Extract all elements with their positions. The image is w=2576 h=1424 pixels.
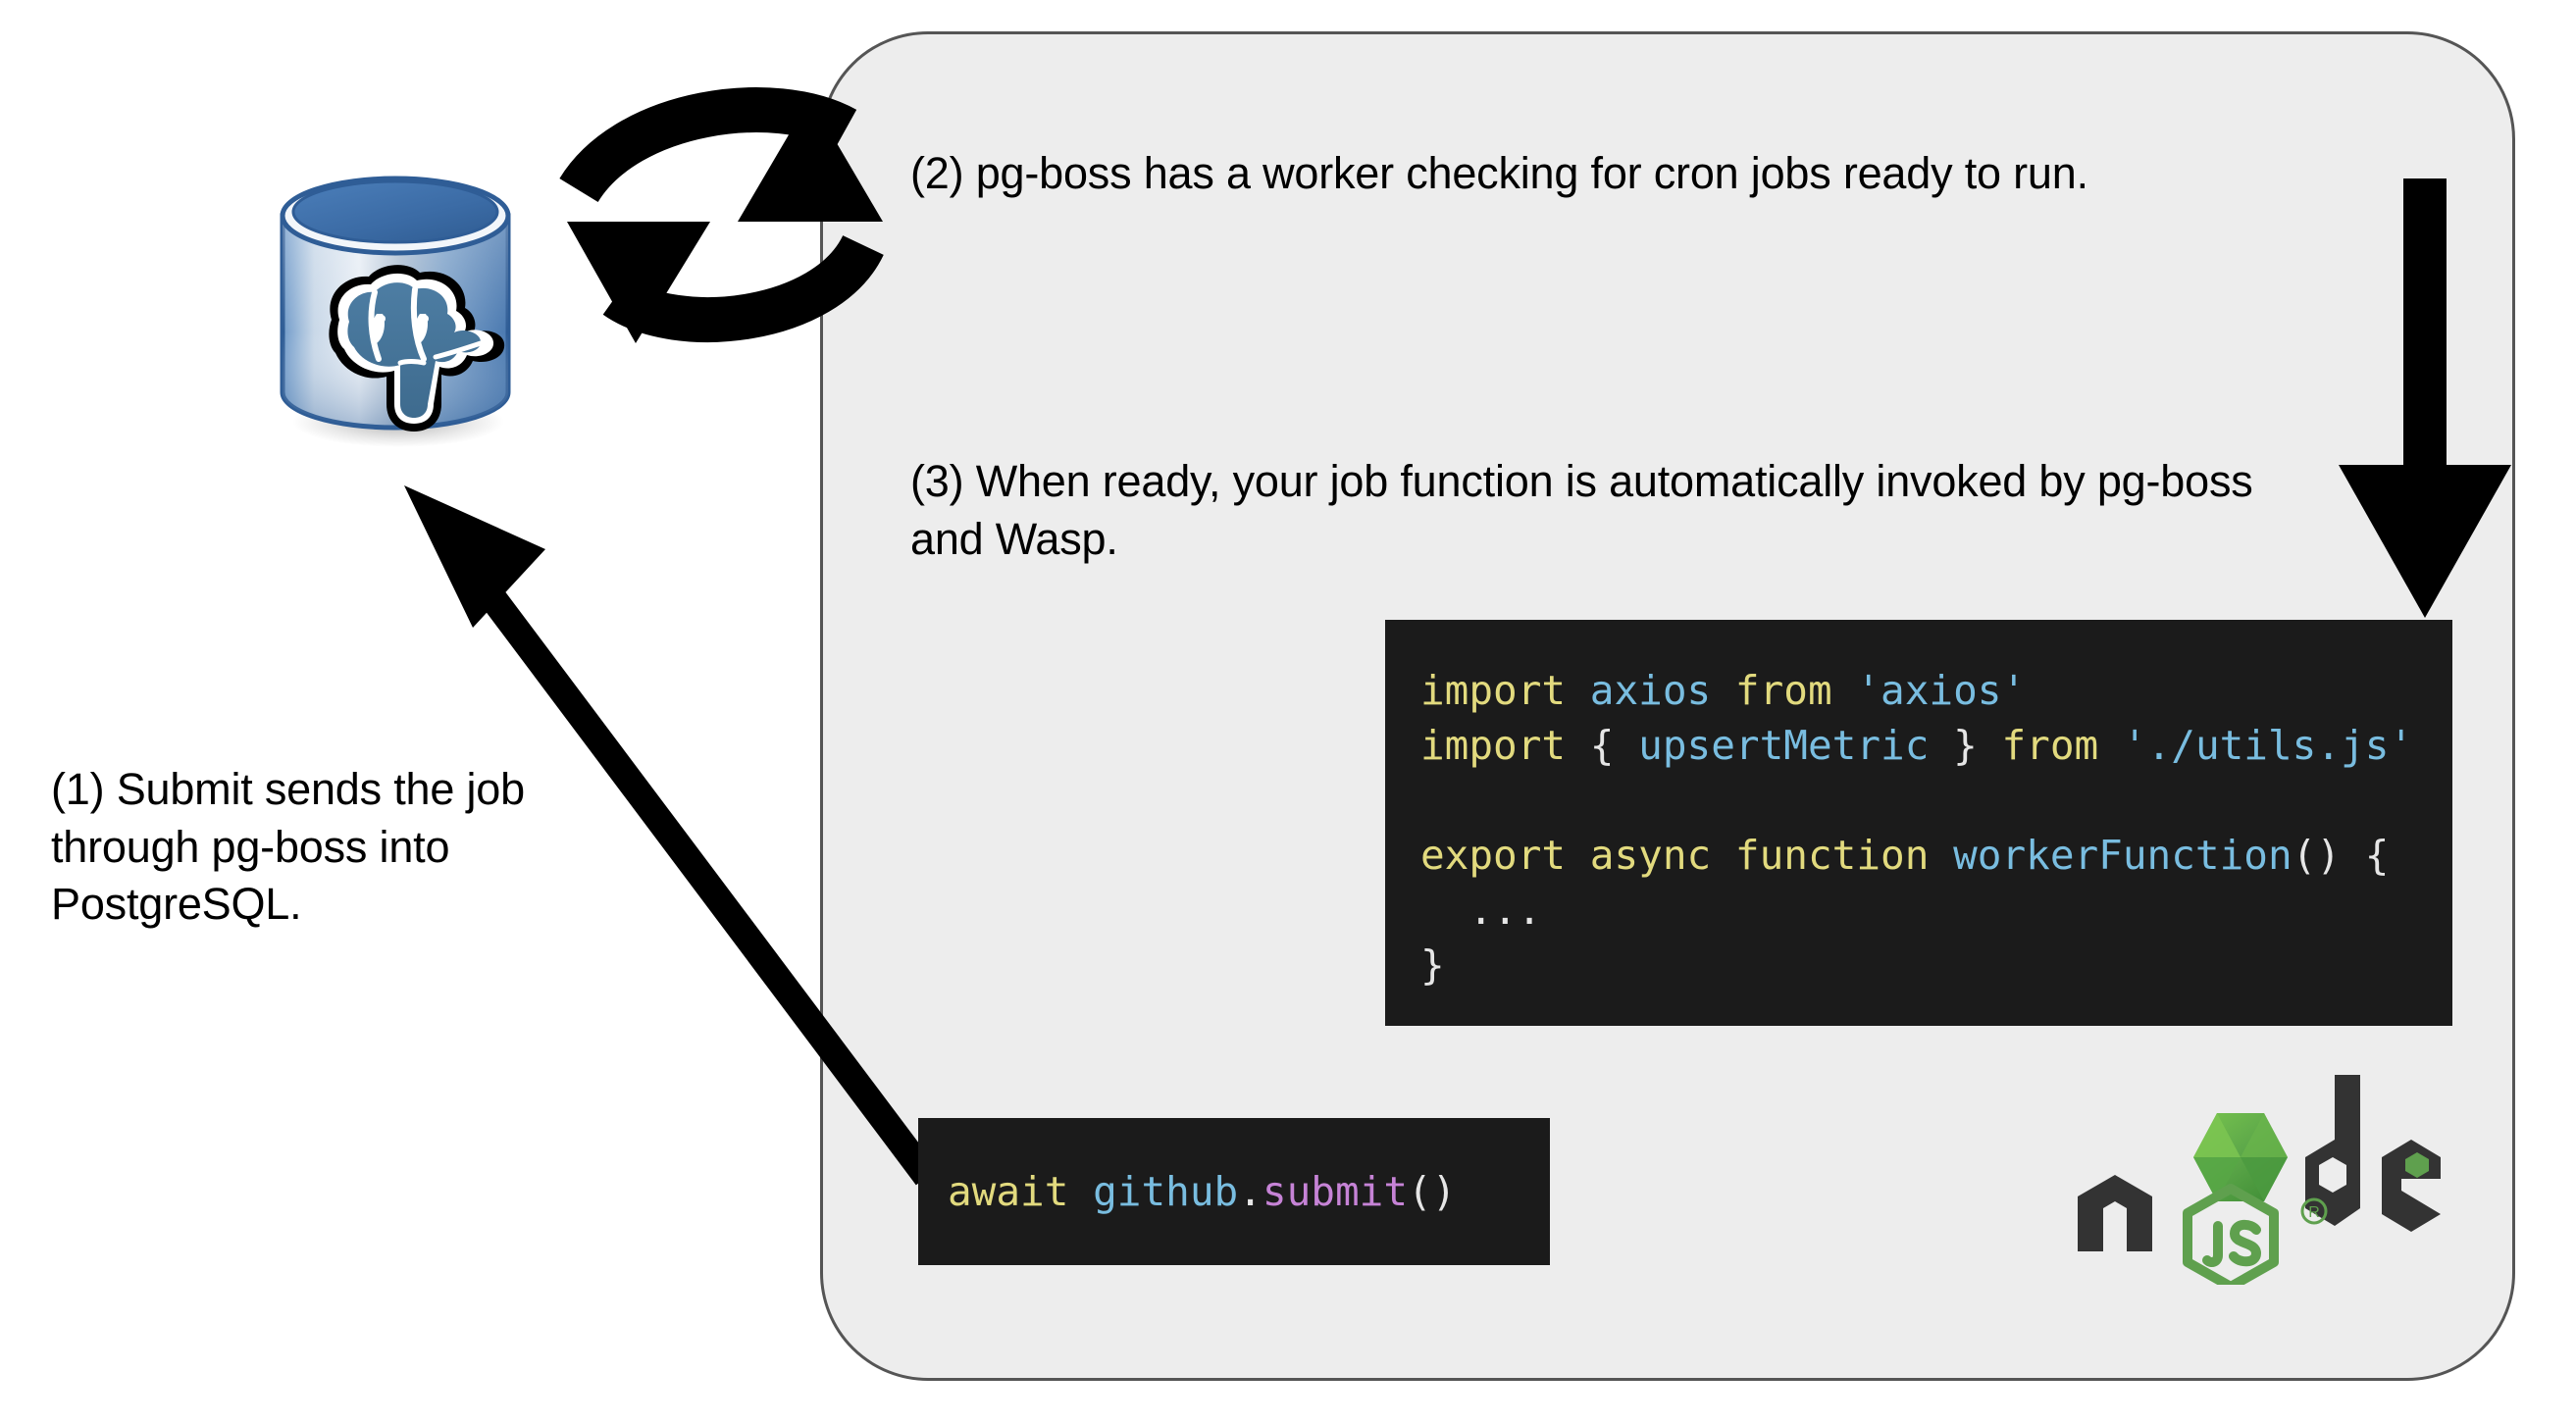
code-token: ()	[2292, 832, 2342, 879]
code-token: await	[948, 1168, 1069, 1215]
caption-step-1: (1) Submit sends the job through pg-boss…	[51, 764, 525, 929]
nodejs-logo: R	[2072, 1069, 2464, 1292]
code-token: ()	[1408, 1168, 1457, 1215]
code-token	[1566, 667, 1590, 714]
code-token: 'axios'	[1856, 667, 2027, 714]
code-token: }	[1420, 941, 1445, 989]
code-token	[1068, 1168, 1093, 1215]
code-token: async	[1589, 832, 1712, 879]
code-token	[2098, 722, 2123, 769]
code-token: .	[1238, 1168, 1262, 1215]
code-token	[1978, 722, 2002, 769]
elephant-tusk	[433, 340, 484, 360]
code-token: workerFunction	[1953, 832, 2293, 879]
postgresql-logo	[263, 165, 528, 449]
code-token: {	[2364, 832, 2390, 879]
code-token: {	[1589, 722, 1615, 769]
node-js-badge	[2183, 1184, 2279, 1292]
code-token	[1832, 667, 1857, 714]
code-token: submit	[1262, 1168, 1409, 1215]
code-token	[2341, 832, 2365, 879]
code-token	[1929, 722, 1953, 769]
svg-text:R: R	[2308, 1204, 2320, 1221]
registered-trademark-icon: R	[2300, 1197, 2328, 1225]
code-token: function	[1734, 832, 1930, 879]
code-token: export	[1420, 832, 1567, 879]
nodejs-icon: R	[2078, 1075, 2441, 1292]
code-token: import	[1420, 722, 1567, 769]
code-token: './utils.js'	[2122, 722, 2414, 769]
elephant-icon	[329, 265, 505, 432]
code-token: upsertMetric	[1638, 722, 1930, 769]
elephant-ear-left	[368, 289, 382, 362]
code-token: ...	[1420, 887, 1542, 934]
caption-step-3: (3) When ready, your job function is aut…	[910, 456, 2253, 564]
node-letter-o-hexagon	[2193, 1113, 2288, 1201]
submit-call-code-block: await github.submit()	[918, 1118, 1550, 1265]
cylinder-top	[291, 179, 499, 244]
elephant-pupil-right	[421, 315, 429, 323]
code-token: axios	[1589, 667, 1712, 714]
node-letter-e	[2382, 1140, 2441, 1232]
code-token	[1711, 667, 1735, 714]
worker-function-code-block: import axios from 'axios' import { upser…	[1385, 620, 2452, 1026]
code-token	[1711, 832, 1735, 879]
node-letter-n	[2078, 1175, 2152, 1251]
postgresql-cylinder-icon	[280, 176, 511, 447]
elephant-trunk-line	[397, 359, 427, 366]
code-token: }	[1953, 722, 1978, 769]
node-letter-d	[2305, 1075, 2360, 1226]
caption-step-2: (2) pg-boss has a worker checking for cr…	[910, 148, 2088, 198]
code-token: from	[1734, 667, 1832, 714]
code-token: from	[2001, 722, 2099, 769]
code-token	[1566, 722, 1590, 769]
elephant-ear-right	[410, 286, 427, 362]
code-token	[1929, 832, 1953, 879]
code-token: import	[1420, 667, 1567, 714]
elephant-pupil-left	[378, 315, 386, 323]
code-token	[1566, 832, 1590, 879]
code-token: github	[1093, 1168, 1239, 1215]
code-token	[1614, 722, 1638, 769]
